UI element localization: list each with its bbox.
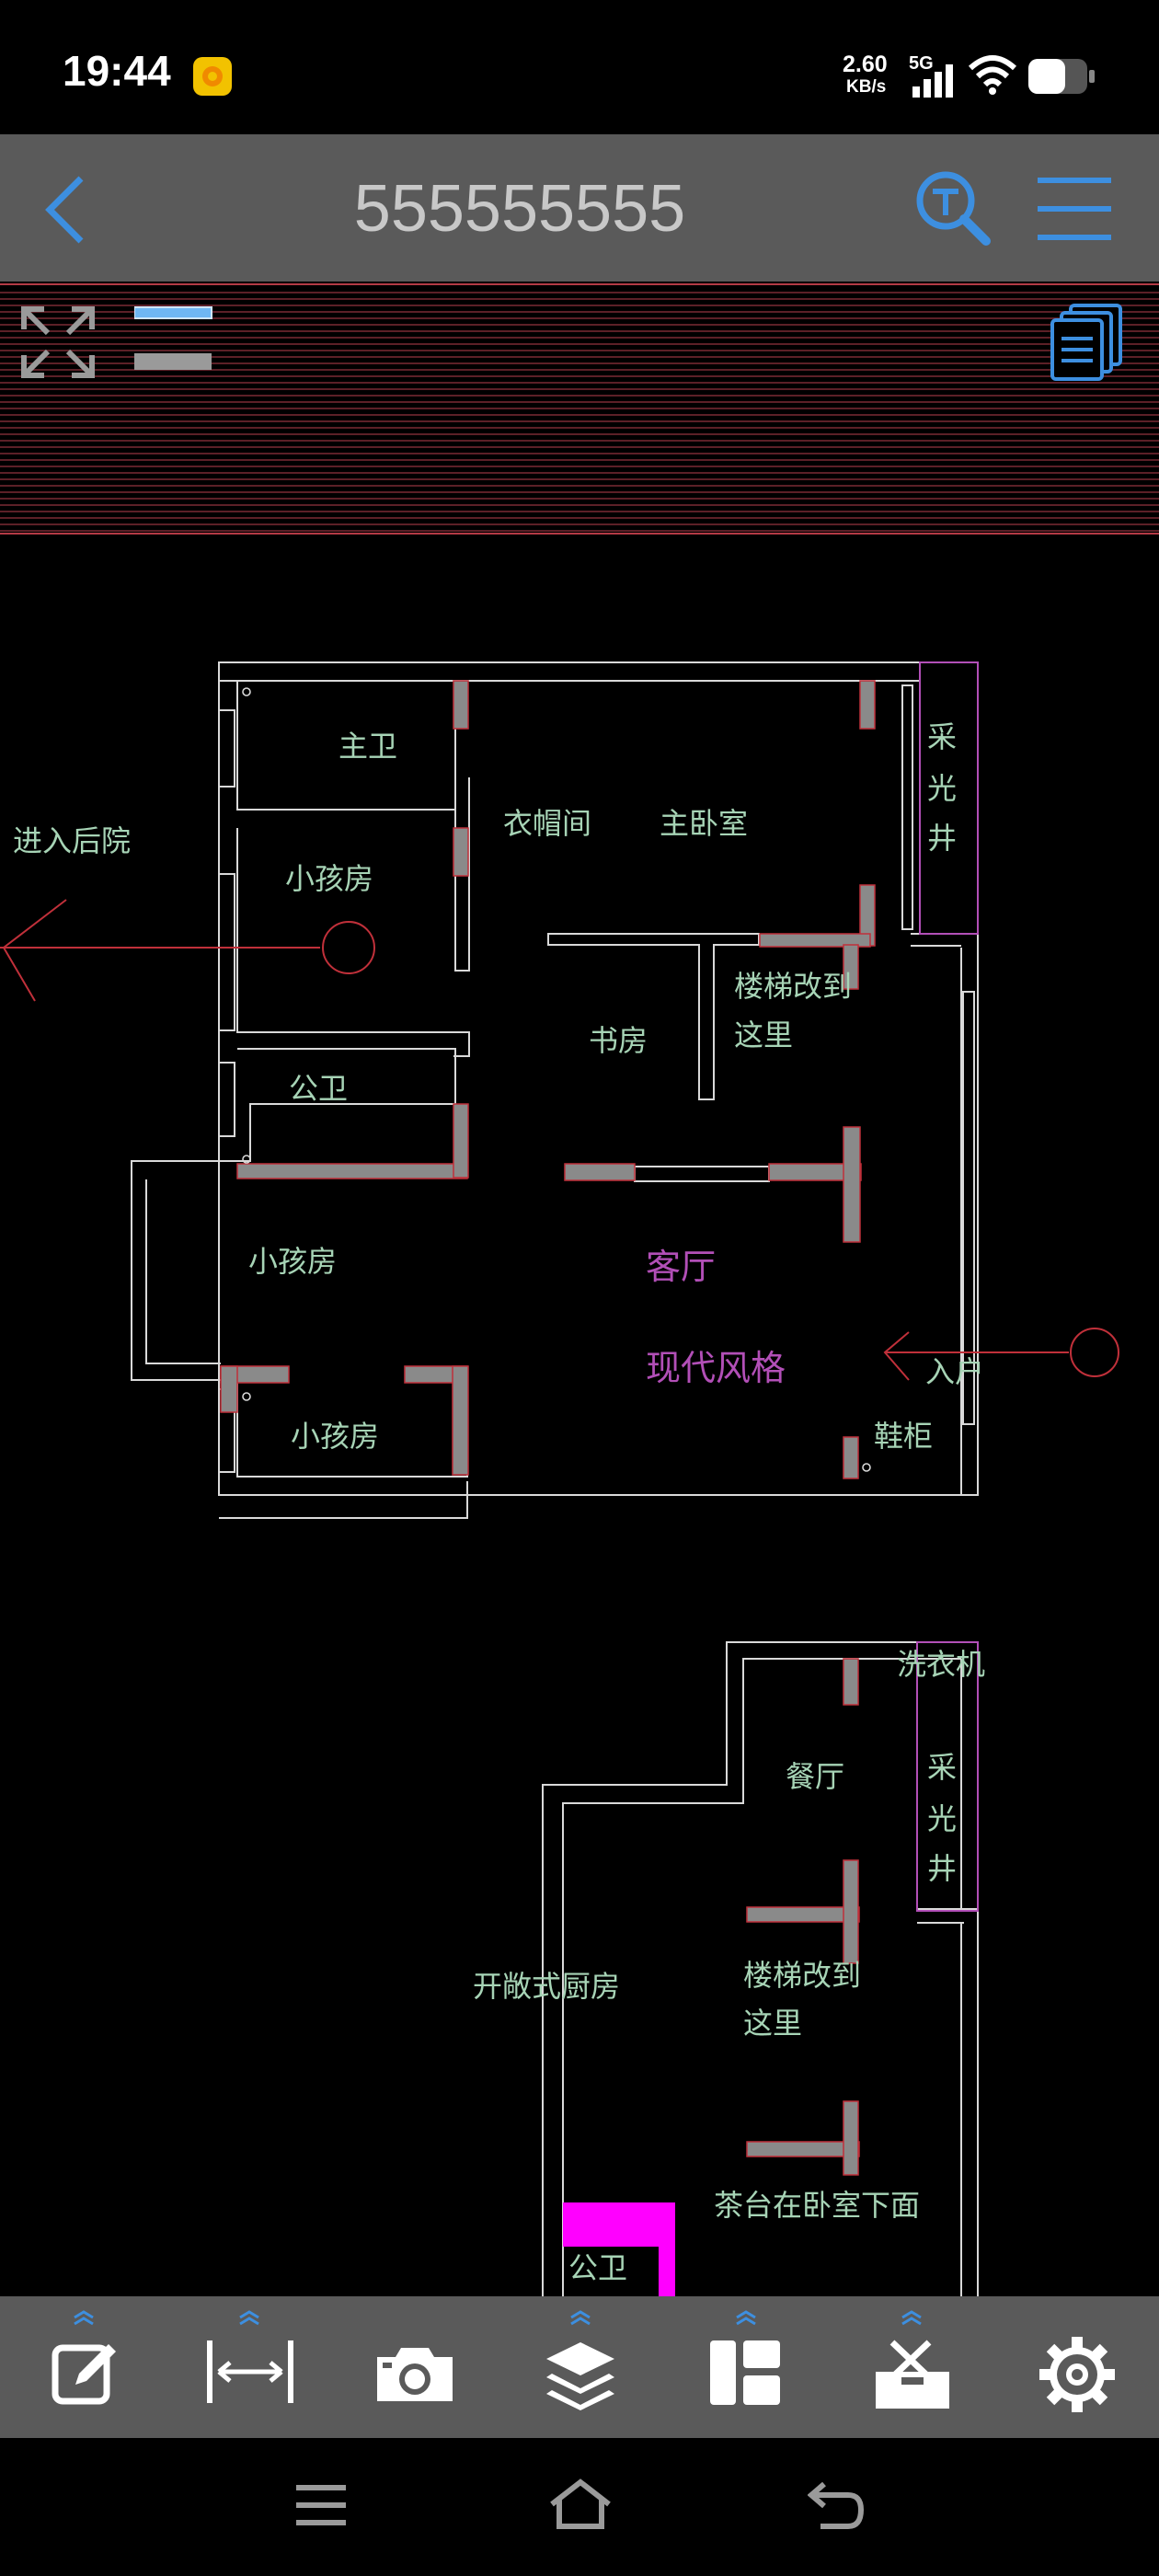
magenta-block (563, 2202, 675, 2296)
network-speed-unit: KB/s (846, 77, 887, 97)
label-study: 书房 (589, 1023, 648, 1058)
label-stairs-upper-1: 楼梯改到 (734, 969, 852, 1004)
label-stairs-lower-1: 楼梯改到 (743, 1958, 861, 1993)
signal-icon (911, 63, 957, 99)
fit-screen-icon[interactable] (18, 304, 98, 381)
label-public-bath-upper: 公卫 (289, 1071, 348, 1106)
toolbar-edit-button[interactable] (24, 2296, 143, 2438)
label-kids-room-2: 小孩房 (248, 1244, 337, 1279)
upper-plan-walls (131, 661, 979, 1519)
wifi-icon (968, 53, 1017, 96)
label-light-well-lower-2: 光 (927, 1801, 957, 1836)
label-light-well-upper-3: 井 (927, 821, 957, 856)
measure-icon (207, 2340, 293, 2403)
top-stripe-band (0, 282, 1159, 535)
label-open-kitchen: 开敞式厨房 (473, 1969, 620, 2004)
expand-chevron-icon[interactable] (72, 2309, 96, 2326)
layout-icon (710, 2340, 780, 2405)
battery-icon (1027, 57, 1096, 96)
status-time: 19:44 (63, 47, 171, 95)
label-modern-style: 现代风格 (646, 1348, 786, 1388)
network-type: 5G (909, 53, 934, 74)
label-kids-room-3: 小孩房 (291, 1419, 379, 1454)
label-tea-table: 茶台在卧室下面 (714, 2188, 920, 2223)
drawing-canvas[interactable]: 主卫 衣帽间 主卧室 采 光 井 进入后院 小孩房 楼梯改到 这里 书房 公卫 … (0, 282, 1159, 2296)
label-light-well-lower-1: 采 (927, 1750, 957, 1785)
title-bar (0, 134, 1159, 282)
upper-plan-columns (220, 680, 876, 1479)
toolbar-layout-button[interactable] (686, 2296, 806, 2438)
recents-icon[interactable] (294, 2484, 348, 2526)
toolbar-layers-button[interactable] (521, 2296, 640, 2438)
label-living-room: 客厅 (646, 1247, 716, 1287)
home-icon[interactable] (548, 2478, 613, 2530)
toolbar-tools-button[interactable] (852, 2296, 971, 2438)
light-well-frame-lower (916, 1641, 979, 1912)
back-nav-icon[interactable] (808, 2480, 865, 2530)
edit-icon (52, 2344, 116, 2405)
expand-chevron-icon[interactable] (900, 2309, 924, 2326)
network-speed-value: 2.60 (843, 52, 888, 77)
label-dining-room: 餐厅 (786, 1759, 844, 1794)
system-nav-bar (0, 2438, 1159, 2576)
label-light-well-upper-1: 采 (927, 719, 957, 754)
toolbar-measure-button[interactable] (189, 2296, 309, 2438)
label-public-bath-lower: 公卫 (568, 2250, 627, 2285)
label-stairs-upper-2: 这里 (734, 1018, 793, 1052)
app-notification-icon (193, 57, 232, 96)
label-master-bath: 主卫 (339, 729, 397, 764)
label-stairs-lower-2: 这里 (743, 2006, 802, 2041)
layers-icon (546, 2342, 614, 2410)
gear-icon (1039, 2337, 1115, 2412)
documents-icon[interactable] (1050, 302, 1124, 381)
label-light-well-upper-2: 光 (927, 771, 957, 806)
back-icon[interactable] (37, 173, 92, 247)
toolbar-camera-button[interactable] (355, 2296, 475, 2438)
expand-chevron-icon[interactable] (237, 2309, 261, 2326)
toolbox-icon (876, 2340, 949, 2409)
line-style-icon[interactable] (134, 305, 213, 372)
label-kids-room-1: 小孩房 (285, 861, 373, 896)
label-cloakroom: 衣帽间 (503, 806, 591, 841)
label-enter-backyard: 进入后院 (13, 823, 131, 858)
label-light-well-lower-3: 井 (927, 1851, 957, 1886)
label-shoe-cabinet: 鞋柜 (874, 1419, 933, 1454)
camera-icon (377, 2348, 453, 2401)
page-title: 555555555 (353, 172, 686, 246)
lower-plan-columns (746, 1658, 860, 2176)
text-search-icon[interactable] (912, 167, 995, 250)
toolbar-settings-button[interactable] (1017, 2296, 1137, 2438)
label-master-bedroom: 主卧室 (660, 806, 748, 841)
label-entrance: 入户 (925, 1354, 984, 1389)
red-arrows (0, 899, 1119, 1381)
menu-icon[interactable] (1036, 175, 1113, 243)
expand-chevron-icon[interactable] (568, 2309, 592, 2326)
light-well-frame-upper (919, 661, 979, 935)
label-washing-machine: 洗衣机 (897, 1647, 985, 1682)
expand-chevron-icon[interactable] (734, 2309, 758, 2326)
